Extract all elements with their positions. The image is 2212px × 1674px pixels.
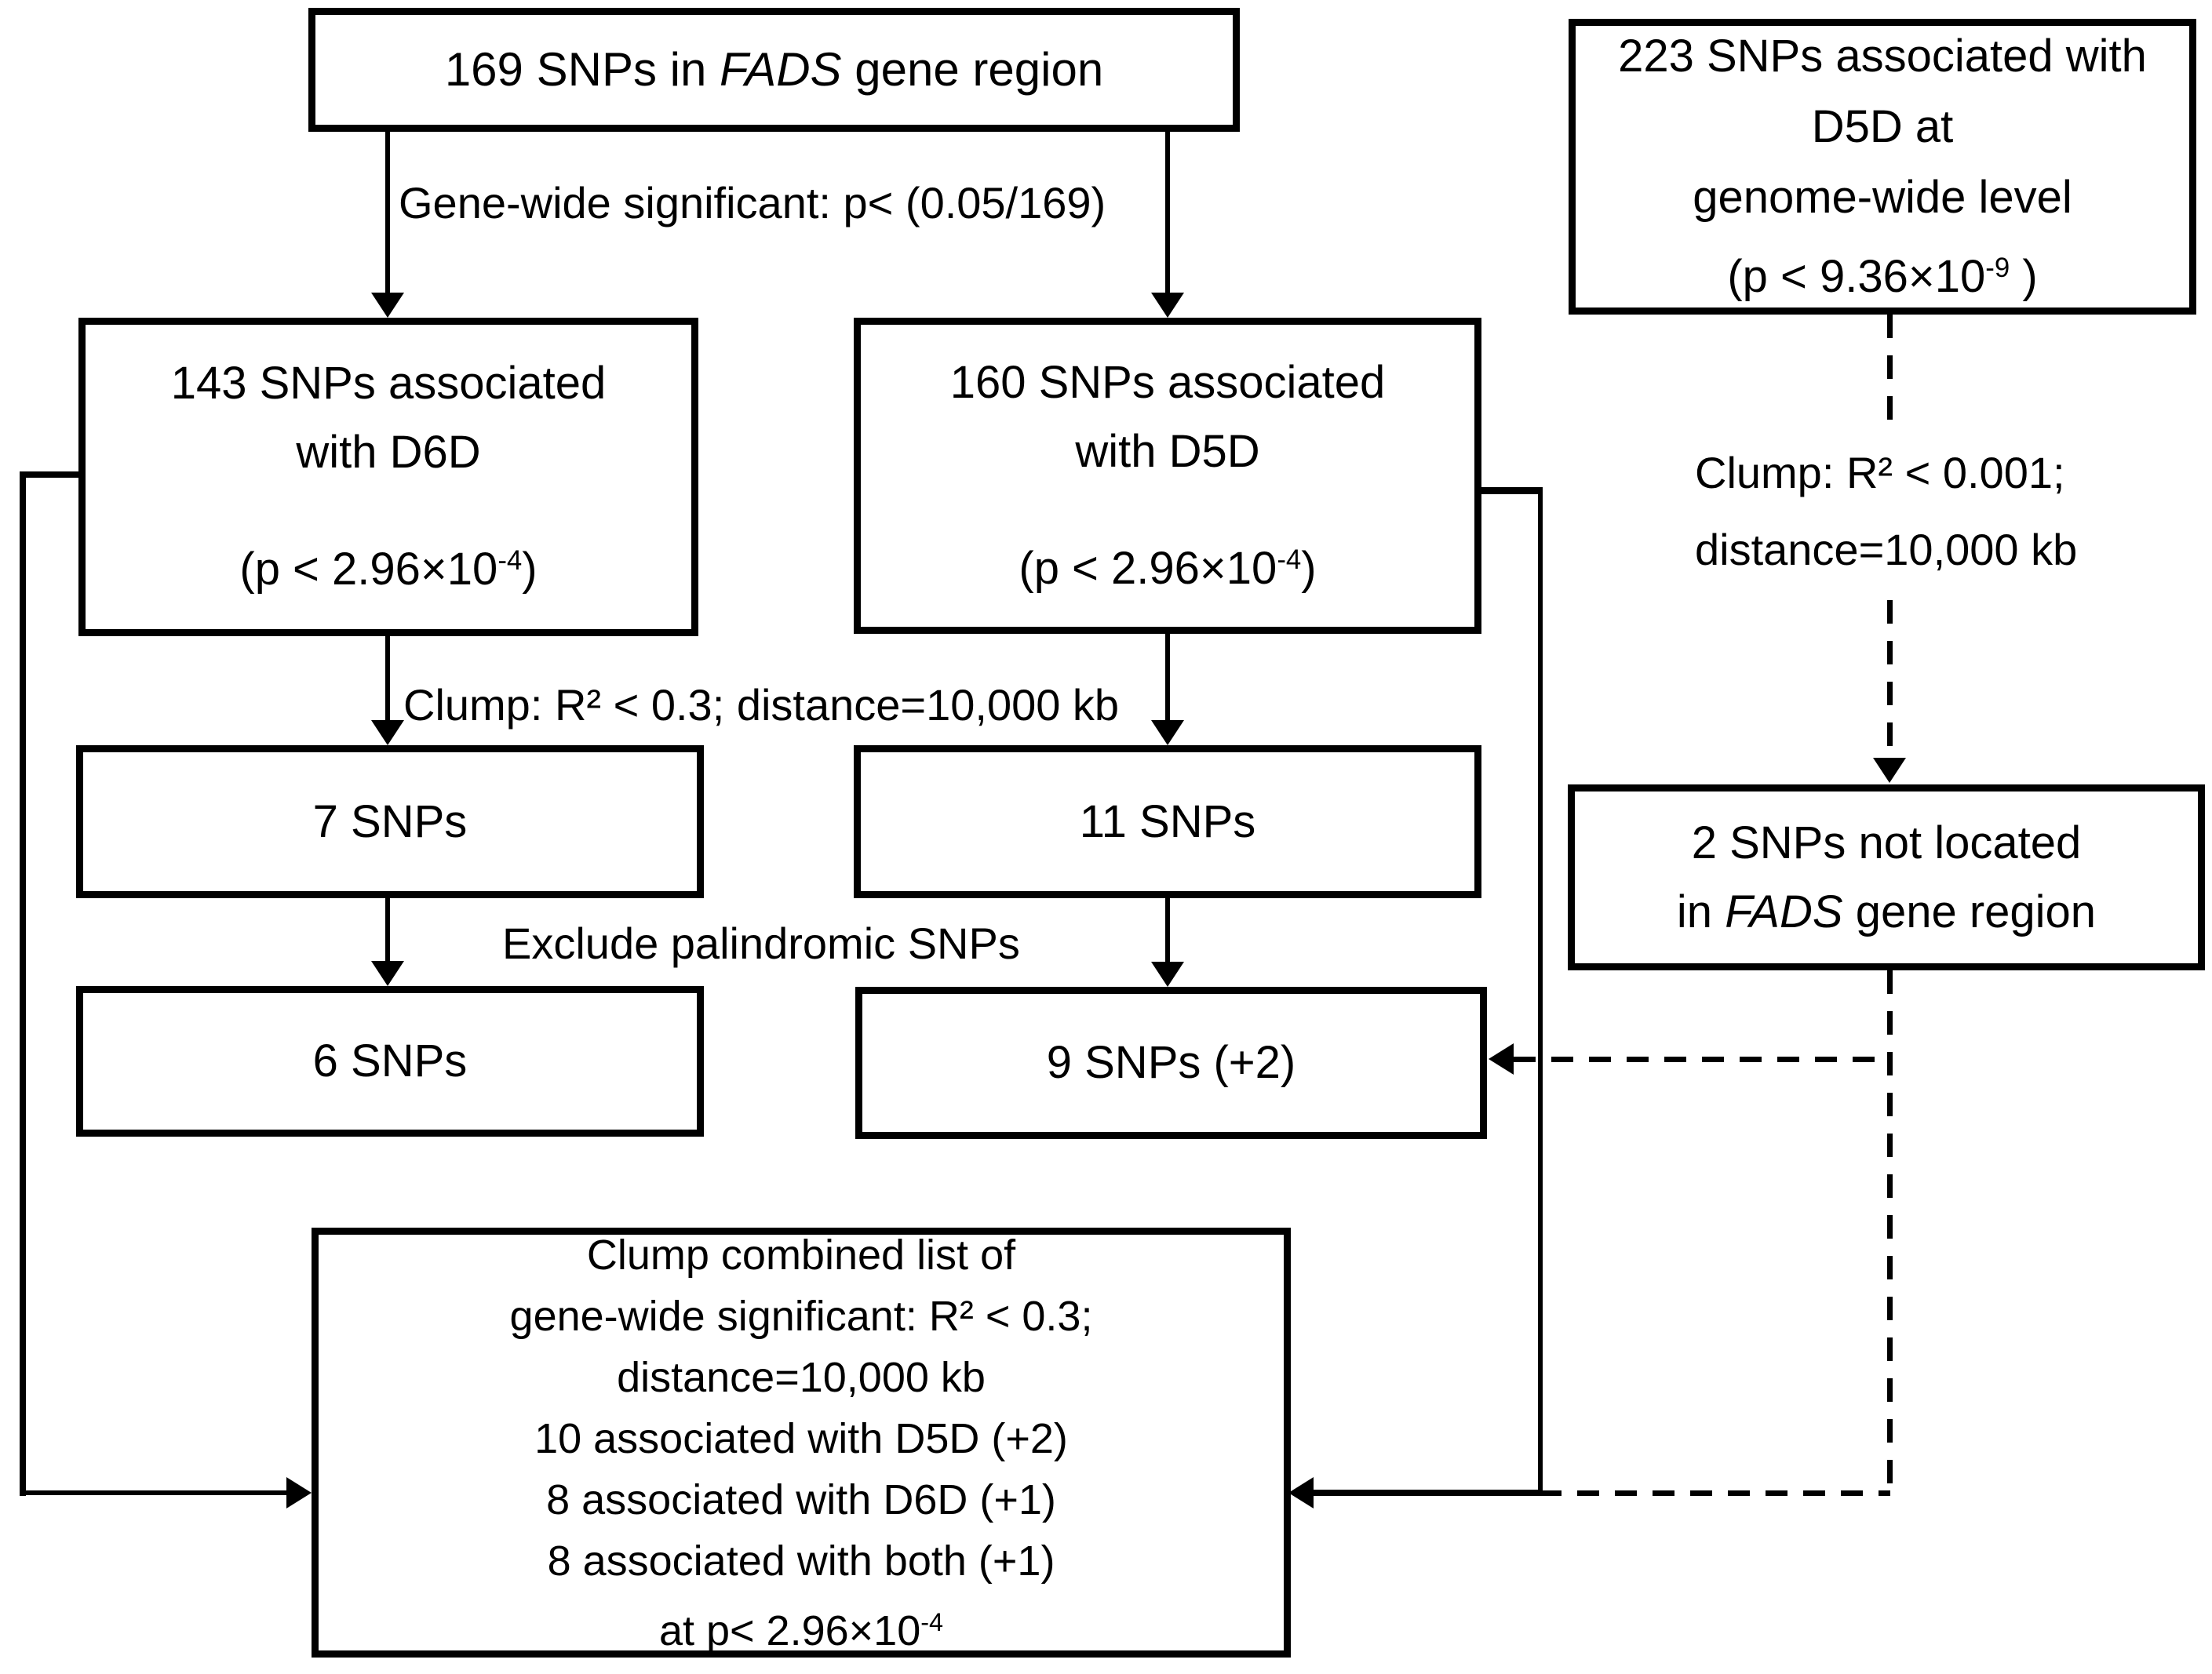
box-2-not-fads-line2: in FADS gene region: [1676, 886, 2097, 937]
edge-d5d-to-combined-arrowhead: [1288, 1477, 1314, 1508]
box-160-d5d-line2: with D5D: [1075, 425, 1260, 477]
edge-d6d-to-7snps-line: [385, 631, 390, 724]
box-160-d5d-line1: 160 SNPs associated: [949, 356, 1386, 408]
box-6-snps: 6 SNPs: [76, 986, 704, 1137]
edge-top-to-d5d-arrowhead: [1151, 293, 1184, 318]
edge-11snps-to-9snps-arrowhead: [1151, 962, 1184, 987]
edge-label-gene-wide-significant: Gene-wide significant: p< (0.05/169): [399, 178, 1106, 227]
superscript-exponent: -4: [1277, 544, 1302, 575]
edge-label-clump-r2-0001-line2: distance=10,000 kb: [1695, 525, 2078, 574]
fads-gene-italic: FADS: [720, 43, 842, 96]
box-143-d6d-line1: 143 SNPs associated: [170, 358, 607, 409]
box-combined: Clump combined list of gene-wide signifi…: [312, 1228, 1291, 1658]
edge-gw-to-notfads-arrowhead: [1873, 758, 1906, 783]
edge-d5d-to-combined-segment-bottom: [1312, 1490, 1540, 1496]
superscript-exponent: -4: [920, 1607, 944, 1636]
edge-11snps-to-9snps-line: [1165, 895, 1170, 965]
edge-label-clump-r2-03: Clump: R² < 0.3; distance=10,000 kb: [403, 680, 1120, 730]
box-143-d6d-line2: with D6D: [296, 427, 481, 479]
edge-top-to-d6d-line: [385, 132, 390, 297]
box-11-snps: 11 SNPs: [854, 745, 1481, 898]
edge-top-to-d5d-line: [1165, 132, 1170, 297]
edge-d6d-to-7snps-arrowhead: [371, 720, 404, 745]
box-combined-line1: Clump combined list of: [586, 1231, 1016, 1279]
edge-label-exclude-palindromic: Exclude palindromic SNPs: [502, 919, 1020, 968]
edge-label-clump-r2-0001: Clump: R² < 0.001; distance=10,000 kb: [1687, 430, 2086, 593]
box-143-d6d: 143 SNPs associated with D6D (p < 2.96×1…: [78, 318, 698, 636]
box-160-d5d-pvalue: (p < 2.96×10-4): [1019, 543, 1317, 595]
superscript-exponent: -4: [497, 545, 523, 577]
box-combined-line5: 8 associated with D6D (+1): [546, 1476, 1056, 1523]
box-169-fads-text: 169 SNPs in FADS gene region: [444, 43, 1104, 96]
box-143-d6d-pvalue: (p < 2.96×10-4): [239, 544, 538, 595]
box-169-fads: 169 SNPs in FADS gene region: [308, 8, 1240, 132]
edge-d5d-to-11snps-arrowhead: [1151, 720, 1184, 745]
box-223-gw-line1: 223 SNPs associated with: [1618, 30, 2147, 82]
box-combined-line6: 8 associated with both (+1): [547, 1537, 1055, 1585]
edge-d5d-to-11snps-line: [1165, 629, 1170, 724]
box-223-gw-line2: D5D at: [1811, 100, 1954, 152]
box-223-gw-pvalue: (p < 9.36×10-9 ): [1727, 251, 2038, 303]
superscript-exponent: -9: [1985, 252, 2010, 283]
box-11-snps-text: 11 SNPs: [1079, 795, 1256, 847]
box-6-snps-text: 6 SNPs: [312, 1035, 468, 1086]
box-9-snps-text: 9 SNPs (+2): [1046, 1037, 1296, 1088]
box-223-gw-line3: genome-wide level: [1693, 171, 2072, 223]
edge-7snps-to-6snps-arrowhead: [371, 961, 404, 986]
edge-d5d-to-combined-segment-top: [1478, 487, 1543, 494]
edge-d5d-to-combined-segment-vertical: [1538, 487, 1543, 1495]
edge-top-to-d6d-arrowhead: [371, 293, 404, 318]
edge-d6d-to-combined-segment-bottom: [20, 1490, 288, 1495]
edge-label-clump-r2-0001-line1: Clump: R² < 0.001;: [1695, 448, 2065, 497]
box-combined-line2: gene-wide significant: R² < 0.3;: [509, 1292, 1093, 1340]
edge-d6d-to-combined-arrowhead: [286, 1477, 312, 1508]
edge-notfads-to-combined-dashed-line: [1540, 1490, 1890, 1496]
box-160-d5d: 160 SNPs associated with D5D (p < 2.96×1…: [854, 318, 1481, 634]
edge-notfads-to-9snps-arrowhead: [1489, 1043, 1514, 1075]
edge-7snps-to-6snps-line: [385, 895, 390, 964]
edge-notfads-dashed-vertical: [1887, 970, 1893, 1494]
box-2-not-fads-line1: 2 SNPs not located: [1691, 817, 2082, 868]
edge-d6d-to-combined-segment-top: [20, 471, 82, 478]
box-7-snps-text: 7 SNPs: [312, 795, 468, 847]
edge-d6d-to-combined-segment-vertical: [20, 471, 26, 1496]
edge-notfads-to-9snps-dashed-line: [1514, 1057, 1890, 1062]
box-combined-line3: distance=10,000 kb: [617, 1353, 986, 1401]
box-7-snps: 7 SNPs: [76, 745, 704, 898]
box-combined-line4: 10 associated with D5D (+2): [534, 1414, 1068, 1462]
box-9-snps: 9 SNPs (+2): [855, 987, 1487, 1139]
box-2-not-fads: 2 SNPs not located in FADS gene region: [1568, 784, 2205, 970]
fads-gene-italic: FADS: [1725, 886, 1843, 937]
box-223-gw: 223 SNPs associated with D5D at genome-w…: [1569, 19, 2196, 315]
box-combined-line7: at p< 2.96×10-4: [658, 1607, 944, 1654]
